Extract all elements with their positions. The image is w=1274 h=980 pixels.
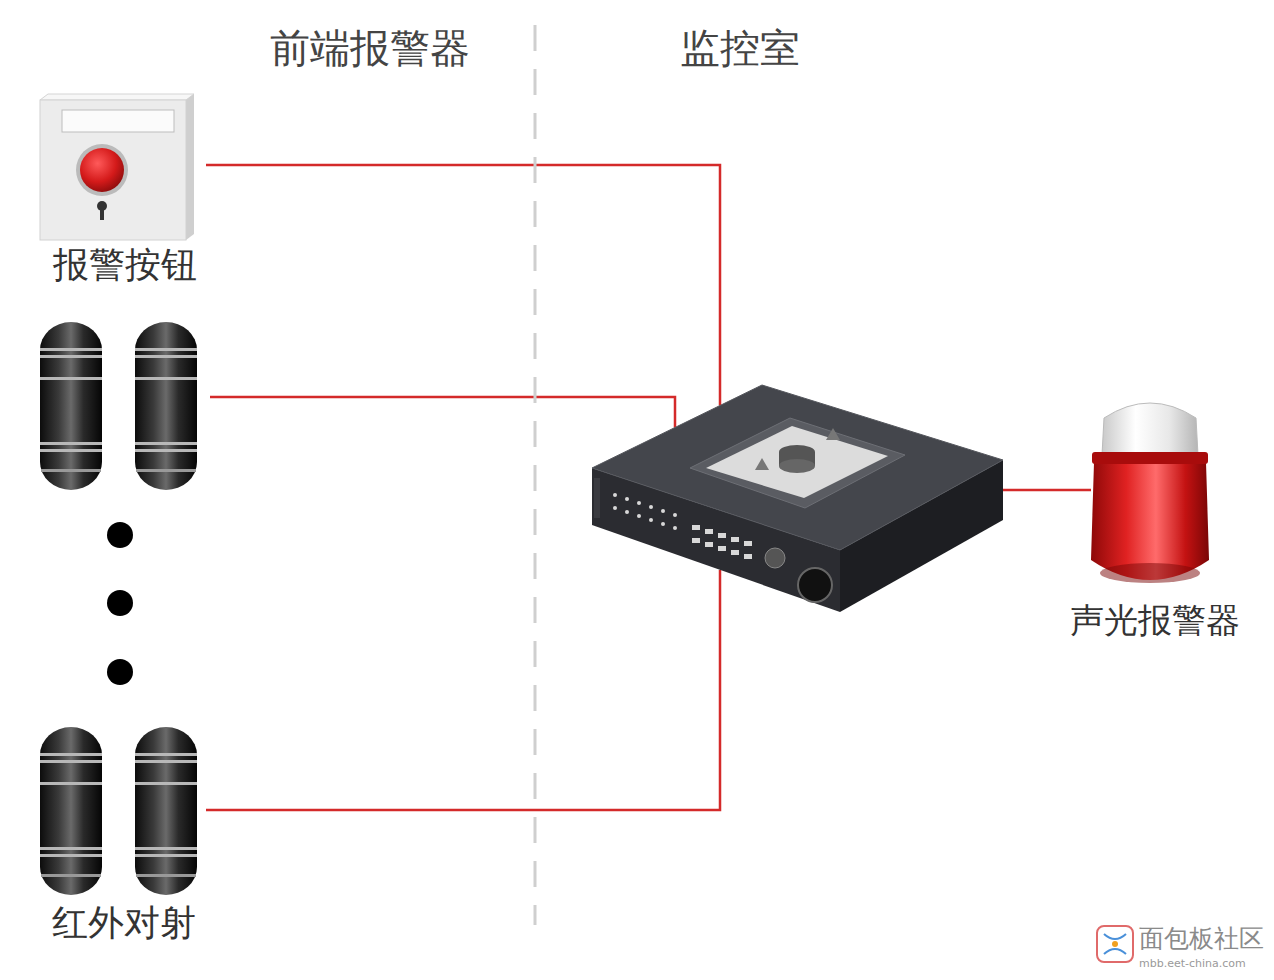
alarm-button: 报警按钮 <box>36 95 214 290</box>
ir-pair-art <box>40 727 197 895</box>
node-label: 声光报警器 <box>1051 600 1259 641</box>
signal-wire <box>210 397 675 428</box>
region-heading: 前端报警器 <box>250 24 490 72</box>
watermark: mbb.eet-china.com <box>1139 957 1269 970</box>
alarm-button-art <box>40 94 194 240</box>
ellipsis-dot <box>107 522 133 548</box>
signal-wire <box>206 570 720 810</box>
ellipsis-dot <box>107 590 133 616</box>
watermark-logo <box>1097 926 1133 962</box>
signal-wire <box>206 165 720 406</box>
ir-beam-pair <box>38 320 210 492</box>
strobe-siren: 声光报警器 <box>1051 390 1259 648</box>
ir-beam-pair: 红外对射 <box>34 725 214 953</box>
node-label: 红外对射 <box>34 901 214 944</box>
recorder-art <box>592 385 1003 612</box>
region-heading: 监控室 <box>640 24 840 72</box>
node-label: 报警按钮 <box>36 243 214 286</box>
divider <box>534 25 537 925</box>
signal-wire <box>1003 489 1091 492</box>
siren-art <box>1091 403 1209 583</box>
ir-pair-art <box>40 322 197 490</box>
ellipsis-dot <box>107 659 133 685</box>
video-recorder <box>590 385 1005 615</box>
watermark: 面包板社区 <box>1139 924 1269 954</box>
